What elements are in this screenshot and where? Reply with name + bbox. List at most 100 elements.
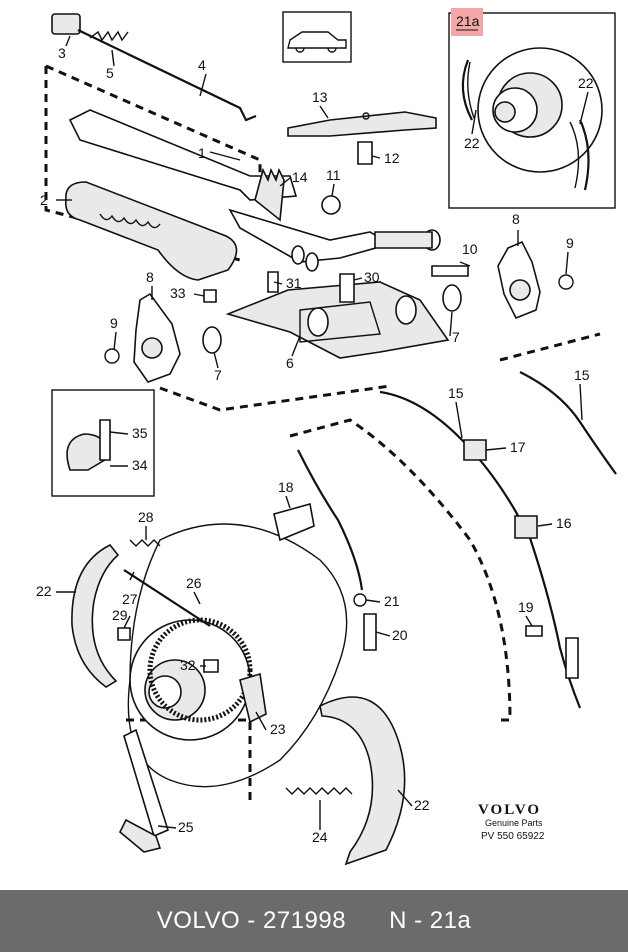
lever-25 (123, 728, 169, 838)
bushing-7b (442, 284, 462, 312)
callout-label: 12 (384, 150, 400, 166)
footer-position: N - 21a (389, 907, 472, 934)
callout-label: 19 (518, 599, 534, 615)
abs-ring (147, 617, 253, 723)
clip-9b (558, 274, 574, 290)
highlight-21a-box (451, 8, 483, 36)
cable-inner (297, 449, 364, 591)
star-nut-11 (321, 195, 341, 215)
grip-ribs (99, 213, 161, 229)
callout-label: 9 (566, 235, 574, 251)
callout-label: 26 (186, 575, 202, 591)
bolt-30 (339, 273, 355, 303)
callout-label: 31 (286, 275, 302, 291)
bolt-10 (431, 265, 469, 277)
callout-label: 14 (292, 169, 308, 185)
washer-21 (353, 593, 367, 607)
callout-label: 7 (452, 329, 460, 345)
inset-21a-disc (461, 47, 603, 191)
screw-35 (99, 419, 111, 461)
inset-21a-frame (448, 12, 616, 209)
spring-5 (89, 30, 129, 42)
callout-label: 33 (170, 285, 186, 301)
callout-label: 25 (178, 819, 194, 835)
brand-logo-text: VOLVO (478, 802, 542, 818)
footer-separator: - (240, 907, 263, 934)
callout-label: 22 (464, 135, 480, 151)
callout-label: 16 (556, 515, 572, 531)
lever-23 (239, 672, 267, 724)
lever-grip-2 (64, 181, 238, 281)
genuine-parts-text: Genuine Parts (485, 818, 543, 828)
dash-backplate (126, 418, 512, 800)
callout-label: 8 (512, 211, 520, 227)
footer-part-number: 271998 (262, 907, 347, 934)
callout-label: 13 (312, 89, 328, 105)
callout-label: 10 (462, 241, 478, 257)
bracket-18 (273, 502, 315, 542)
callout-label: 28 (138, 509, 154, 525)
cable-end-20 (363, 613, 377, 651)
callout-label: 15 (448, 385, 464, 401)
brake-shoe-22d (319, 696, 406, 866)
pin-29 (117, 627, 131, 641)
spring-28 (129, 539, 161, 547)
clip-9a (104, 348, 120, 364)
clip-17 (463, 439, 487, 461)
bushing-set-upper (291, 229, 441, 272)
callout-label: 22 (36, 583, 52, 599)
lever-housing-1 (68, 109, 298, 201)
cam-plate-8a (133, 292, 181, 383)
callout-label: 9 (110, 315, 118, 331)
callout-label: 11 (326, 167, 341, 183)
callout-label: 6 (286, 355, 294, 371)
spring-24 (285, 787, 353, 795)
callout-label: 34 (132, 457, 148, 473)
pv-number: PV 550 65922 (481, 831, 545, 842)
cable-15b (519, 371, 617, 475)
callout-label: 17 (510, 439, 526, 455)
callout-label: 30 (364, 269, 380, 285)
callout-label: 18 (278, 479, 294, 495)
adjuster-27 (123, 569, 211, 627)
leader-lines (56, 35, 589, 830)
callout-label: 7 (214, 367, 222, 383)
callout-label: 22 (414, 797, 430, 813)
adjuster-12 (357, 141, 373, 165)
callout-label: 22 (578, 75, 594, 91)
callout-label: 2 (40, 192, 48, 208)
footer-gap (346, 907, 389, 935)
highlight-21a-label: 21a (456, 13, 480, 31)
car-inset-frame (282, 11, 352, 63)
callout-label: 4 (198, 57, 206, 73)
callout-label: 3 (58, 45, 66, 61)
dash-outline-lower (159, 332, 601, 412)
callout-label: 15 (574, 367, 590, 383)
inset-34-35-frame (51, 389, 155, 497)
car-icon (287, 31, 347, 53)
callout-label: 29 (112, 607, 128, 623)
cable-rod-4 (77, 29, 257, 122)
callout-label: 21 (384, 593, 400, 609)
callout-label: 5 (106, 65, 114, 81)
callout-label: 27 (122, 591, 138, 607)
cable-end-3 (51, 13, 81, 35)
lever-arm (228, 208, 393, 263)
grommet-16 (514, 515, 538, 539)
brake-shoe-22c (71, 543, 120, 688)
footer-bar: VOLVO - 271998 N - 21a (0, 890, 628, 952)
callout-label: 23 (270, 721, 286, 737)
bushing-7a (202, 326, 222, 354)
callout-label: 8 (146, 269, 154, 285)
equalizer-13 (287, 111, 437, 137)
bolt-31 (267, 271, 279, 293)
ratchet-14 (254, 167, 285, 222)
footer-make: VOLVO (156, 907, 241, 934)
parking-brake-exploded-diagram: 3 5 4 1 2 13 12 14 11 22 22 8 9 10 31 30… (36, 11, 617, 866)
callout-label: 32 (180, 657, 196, 673)
highlight-21a-text: 21a (456, 13, 480, 29)
bolt-32 (203, 659, 219, 673)
callout-label: 24 (312, 829, 328, 845)
callout-label: 1 (198, 145, 206, 161)
bolt-33 (203, 289, 217, 303)
